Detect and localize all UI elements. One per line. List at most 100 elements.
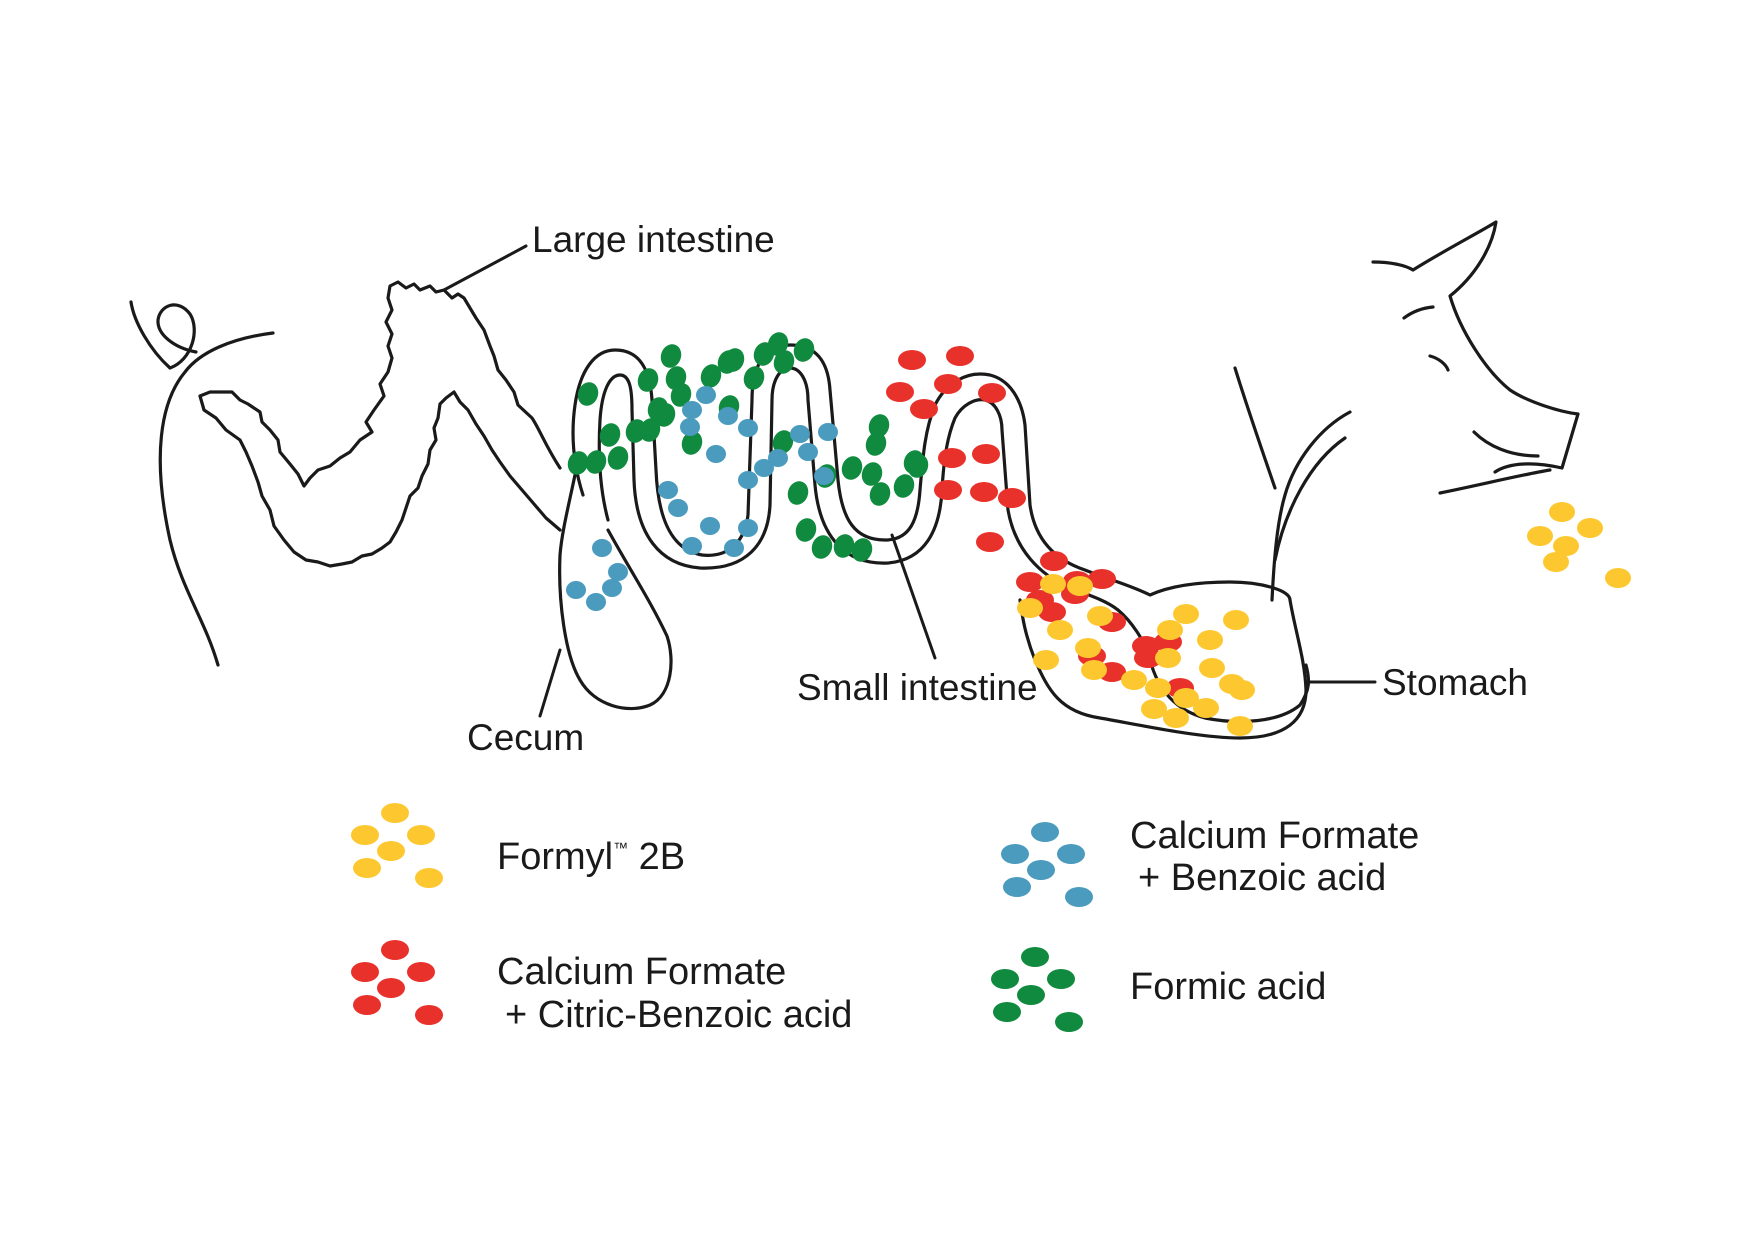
legend-swatch-formic-dot bbox=[993, 1002, 1021, 1022]
label-small-intestine: Small intestine bbox=[797, 667, 1038, 708]
legend-formic: Formic acid bbox=[1130, 966, 1326, 1008]
label-large-intestine: Large intestine bbox=[532, 219, 775, 260]
formic-acid-particle bbox=[865, 432, 887, 456]
formic-acid-particle bbox=[670, 383, 692, 407]
formyl-particle bbox=[1197, 630, 1223, 650]
benzoic-particle bbox=[592, 539, 612, 557]
benzoic-particle bbox=[586, 593, 606, 611]
formyl-particle bbox=[1121, 670, 1147, 690]
formyl-particle bbox=[1155, 648, 1181, 668]
citric-benzoic-particle bbox=[1038, 602, 1066, 622]
formyl-particle bbox=[1527, 526, 1553, 546]
organ-labels: Large intestine Cecum Small intestine St… bbox=[467, 219, 1528, 758]
formic-acid-particle bbox=[700, 364, 722, 388]
formyl-particle bbox=[1223, 610, 1249, 630]
leader-small-intestine bbox=[890, 533, 937, 660]
formyl-particle bbox=[1199, 658, 1225, 678]
legend-swatch-formyl-dot bbox=[353, 858, 381, 878]
benzoic-particle bbox=[738, 471, 758, 489]
formic-acid-particle bbox=[787, 481, 809, 505]
formic-acid-particle bbox=[868, 414, 890, 438]
benzoic-particle bbox=[814, 467, 834, 485]
citric-benzoic-particle bbox=[1016, 572, 1044, 592]
formic-acid-particle bbox=[681, 431, 703, 455]
formyl-particle bbox=[1227, 716, 1253, 736]
citric-benzoic-particle bbox=[970, 482, 998, 502]
leader-lines bbox=[442, 244, 1377, 718]
citric-benzoic-particle bbox=[934, 480, 962, 500]
formyl-particle bbox=[1543, 552, 1569, 572]
legend-swatch-citric-dot bbox=[407, 962, 435, 982]
legend-swatch-formyl-dot bbox=[407, 825, 435, 845]
formyl-particle bbox=[1173, 604, 1199, 624]
benzoic-particle bbox=[608, 563, 628, 581]
label-stomach: Stomach bbox=[1382, 662, 1528, 703]
legend-swatch-benzoic-dot bbox=[1001, 844, 1029, 864]
benzoic-particle bbox=[658, 481, 678, 499]
citric-benzoic-particle bbox=[978, 383, 1006, 403]
legend-benzoic-line1: Calcium Formate bbox=[1130, 815, 1419, 857]
benzoic-particle bbox=[768, 449, 788, 467]
legend-swatch-benzoic-dot bbox=[1027, 860, 1055, 880]
citric-benzoic-particle bbox=[976, 532, 1004, 552]
legend-swatch-citric-dot bbox=[353, 995, 381, 1015]
citric-benzoic-particle bbox=[1134, 648, 1162, 668]
formyl-particle bbox=[1163, 708, 1189, 728]
legend-citric-line2: + Citric-Benzoic acid bbox=[505, 994, 852, 1036]
legend-swatches bbox=[351, 803, 1093, 1032]
citric-benzoic-particle bbox=[998, 488, 1026, 508]
formyl-particle bbox=[1157, 620, 1183, 640]
formic-acid-particle bbox=[577, 382, 599, 406]
formic-acid-particle bbox=[869, 482, 891, 506]
formic-acid-particle bbox=[793, 338, 815, 362]
formyl-particle bbox=[1173, 688, 1199, 708]
benzoic-particle bbox=[566, 581, 586, 599]
citric-benzoic-particle bbox=[934, 374, 962, 394]
formic-acid-particle bbox=[851, 538, 873, 562]
formyl-particle bbox=[1141, 699, 1167, 719]
leader-large-intestine bbox=[442, 244, 528, 292]
legend-swatch-benzoic-dot bbox=[1003, 877, 1031, 897]
formyl-particle bbox=[1229, 680, 1255, 700]
citric-benzoic-particle bbox=[938, 448, 966, 468]
legend-swatch-citric-dot bbox=[415, 1005, 443, 1025]
formyl-particle bbox=[1193, 698, 1219, 718]
formic-acid-particle bbox=[772, 430, 794, 454]
formic-acid-particle bbox=[585, 450, 607, 474]
legend-swatch-formyl-dot bbox=[377, 841, 405, 861]
legend-swatch-citric-dot bbox=[381, 940, 409, 960]
formic-acid-particle bbox=[907, 454, 929, 478]
legend-swatch-formyl-dot bbox=[415, 868, 443, 888]
formic-acid-particle bbox=[811, 535, 833, 559]
legend-swatch-formyl-dot bbox=[381, 803, 409, 823]
formyl-particle bbox=[1081, 660, 1107, 680]
citric-benzoic-particle bbox=[886, 382, 914, 402]
legend-swatch-formic-dot bbox=[991, 969, 1019, 989]
benzoic-particle bbox=[706, 445, 726, 463]
pig-rear-outline bbox=[129, 300, 275, 667]
legend: Formyl™ 2B Calcium Formate + Citric-Benz… bbox=[497, 815, 1419, 1036]
benzoic-particle bbox=[680, 418, 700, 436]
benzoic-particle bbox=[718, 407, 738, 425]
legend-swatch-benzoic bbox=[1001, 822, 1093, 907]
label-cecum: Cecum bbox=[467, 717, 584, 758]
formic-acid-particle bbox=[743, 366, 765, 390]
formic-acid-particle bbox=[660, 344, 682, 368]
formic-acid-particle bbox=[723, 348, 745, 372]
legend-formyl: Formyl™ 2B bbox=[497, 836, 685, 878]
formyl-particle bbox=[1577, 518, 1603, 538]
formic-acid-particle bbox=[599, 423, 621, 447]
legend-swatch-benzoic-dot bbox=[1031, 822, 1059, 842]
legend-citric-line1: Calcium Formate bbox=[497, 951, 786, 993]
formyl-particle bbox=[1040, 574, 1066, 594]
citric-benzoic-particle bbox=[1040, 551, 1068, 571]
benzoic-particle bbox=[738, 419, 758, 437]
citric-benzoic-particle bbox=[898, 350, 926, 370]
benzoic-particle bbox=[724, 539, 744, 557]
large-intestine bbox=[198, 280, 562, 568]
legend-swatch-formic bbox=[991, 947, 1083, 1032]
benzoic-particle bbox=[754, 459, 774, 477]
formic-acid-particle bbox=[893, 474, 915, 498]
formic-acid-particle bbox=[647, 397, 669, 421]
